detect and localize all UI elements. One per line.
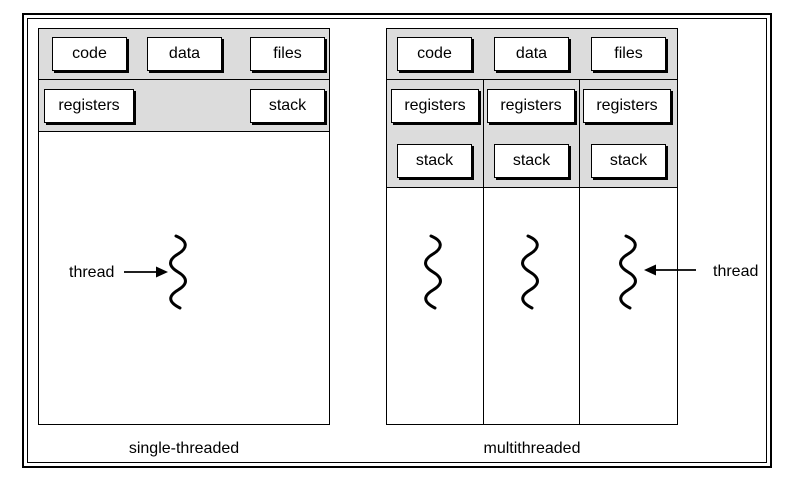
- thread2-stack-box: stack: [494, 144, 569, 178]
- thread1-stack-box: stack: [397, 144, 472, 178]
- thread-divider-2: [579, 80, 580, 425]
- single-thread-arrow: [124, 266, 168, 278]
- single-thread-squiggle: [169, 234, 187, 310]
- multi-thread-label: thread: [713, 263, 759, 280]
- multi-files-box: files: [591, 37, 666, 71]
- multi-code-box: code: [397, 37, 472, 71]
- multi-thread-arrow: [644, 264, 696, 276]
- multi-data-box: data: [494, 37, 569, 71]
- thread3-stack-box: stack: [591, 144, 666, 178]
- single-code-box: code: [52, 37, 127, 71]
- outer-frame: [22, 13, 772, 468]
- single-files-box: files: [250, 37, 325, 71]
- multithreaded-caption: multithreaded: [483, 440, 581, 457]
- thread2-squiggle: [521, 234, 539, 310]
- thread2-registers-box: registers: [487, 89, 575, 123]
- inner-frame: [27, 18, 767, 463]
- single-thread-label: thread: [69, 264, 115, 281]
- thread3-registers-box: registers: [583, 89, 671, 123]
- single-registers-box: registers: [44, 89, 134, 123]
- thread3-squiggle: [619, 234, 637, 310]
- thread1-registers-box: registers: [391, 89, 479, 123]
- thread-divider-1: [483, 80, 484, 425]
- single-threaded-caption: single-threaded: [128, 440, 240, 457]
- thread1-squiggle: [424, 234, 442, 310]
- single-data-box: data: [147, 37, 222, 71]
- single-stack-box: stack: [250, 89, 325, 123]
